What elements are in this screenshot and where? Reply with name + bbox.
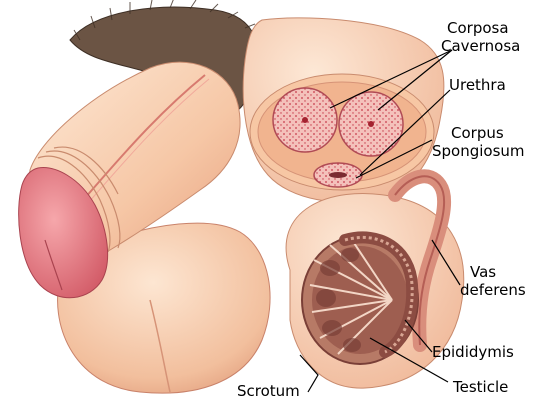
label-corpora-cavernosa-2: Cavernosa [441,37,520,55]
label-corpus-spongiosum-2: Spongiosum [432,142,525,160]
label-corpora-cavernosa-1: Corposa [447,19,509,37]
external-view [19,0,270,393]
label-scrotum: Scrotum [237,382,300,400]
urethra-lumen [329,172,347,178]
label-corpus-spongiosum-1: Corpus [451,124,504,142]
label-vas-deferens-1: Vas [470,263,496,281]
label-vas-deferens-2: deferens [460,281,526,299]
label-epididymis: Epididymis [432,343,514,361]
label-urethra: Urethra [449,76,506,94]
label-testicle: Testicle [452,378,508,396]
